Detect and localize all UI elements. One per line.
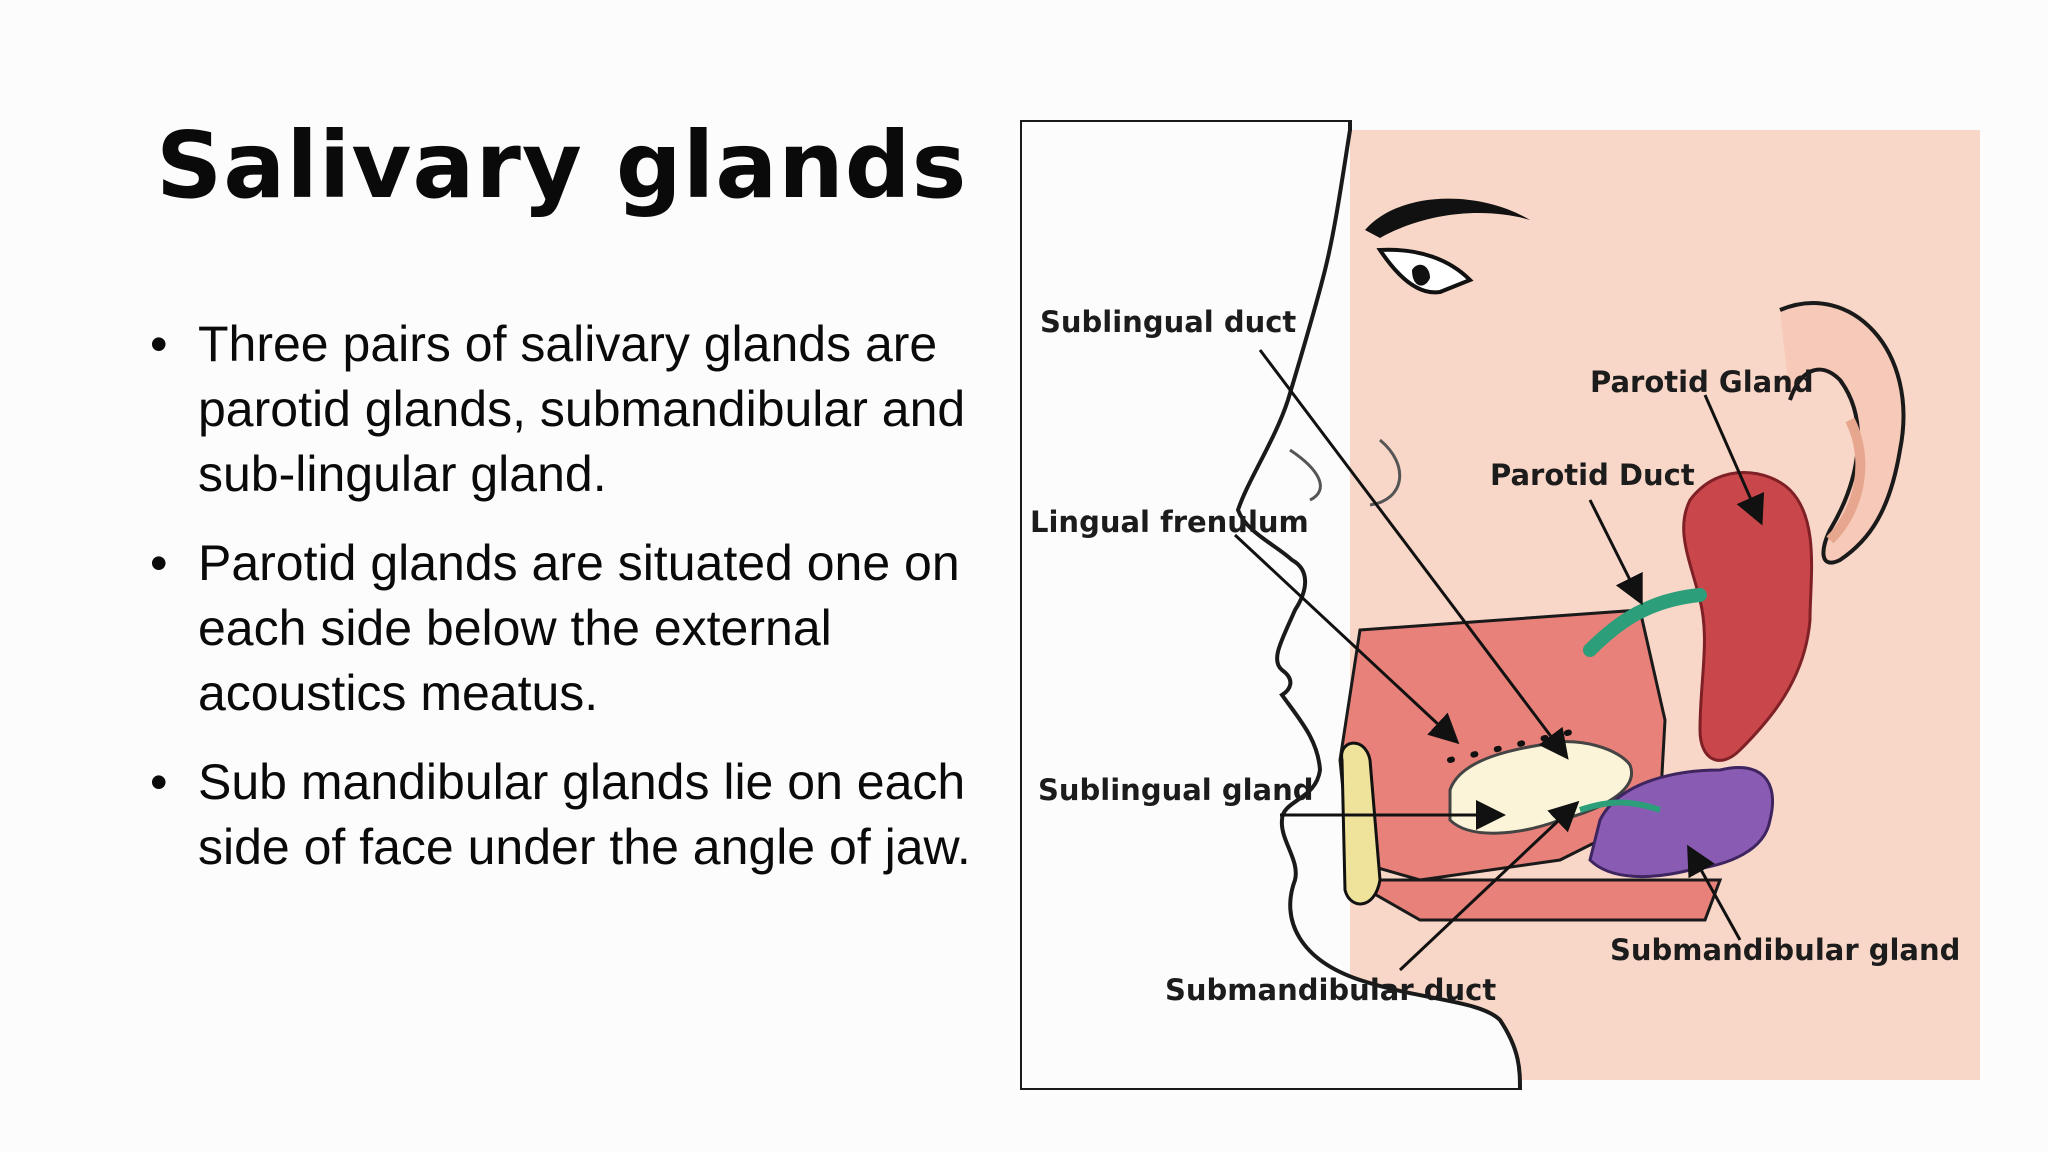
bullet-item: • Sub mandibular glands lie on each side…	[150, 754, 971, 875]
bullet-item: •Three pairs of salivary glands are paro…	[150, 316, 966, 502]
bullet-text: Parotid glands are situated one on each …	[198, 535, 960, 721]
nostril-shape	[1289, 448, 1322, 502]
label-parotid-duct: Parotid Duct	[1490, 458, 1695, 492]
bullet-item: •Parotid glands are situated one on each…	[150, 535, 960, 721]
face-profile	[1020, 120, 1522, 1090]
ear-inner	[1826, 417, 1866, 544]
lower-jaw-band	[1344, 878, 1723, 922]
arrow-submandibular-duct	[1398, 800, 1580, 972]
arrow-lingual-frenulum	[1233, 533, 1460, 745]
salivary-glands-diagram: Sublingual duct Parotid Gland Parotid Du…	[1020, 120, 1980, 1090]
jaw-bone	[1340, 741, 1382, 906]
label-submandibular-gland: Submandibular gland	[1610, 933, 1960, 967]
eyebrow-shape	[1365, 198, 1530, 238]
bullet-text: Three pairs of salivary glands are parot…	[198, 316, 966, 502]
bullet-list: •Three pairs of salivary glands are paro…	[150, 312, 1030, 904]
eye-iris	[1412, 264, 1430, 286]
arrow-sublingual-duct	[1258, 349, 1569, 760]
slide-title: Salivary glands	[156, 112, 968, 219]
parotid-duct	[1583, 588, 1707, 657]
frenulum-dots	[1447, 727, 1583, 763]
label-sublingual-duct: Sublingual duct	[1040, 305, 1296, 339]
label-sublingual-gland: Sublingual gland	[1038, 773, 1314, 807]
bullet-text: Sub mandibular glands lie on each side o…	[198, 754, 971, 875]
label-submandibular-duct: Submandibular duct	[1165, 973, 1496, 1007]
arrow-submandibular-gland	[1687, 844, 1742, 941]
nose-wing	[1369, 438, 1402, 507]
label-parotid-gland: Parotid Gland	[1590, 365, 1814, 399]
submandibular-duct	[1579, 799, 1661, 813]
arrow-parotid-gland	[1703, 394, 1765, 526]
arrow-parotid-duct	[1588, 499, 1643, 606]
ear-shape	[1779, 301, 1906, 565]
label-lingual-frenulum: Lingual frenulum	[1030, 505, 1309, 539]
submandibular-gland-shape	[1588, 765, 1775, 878]
